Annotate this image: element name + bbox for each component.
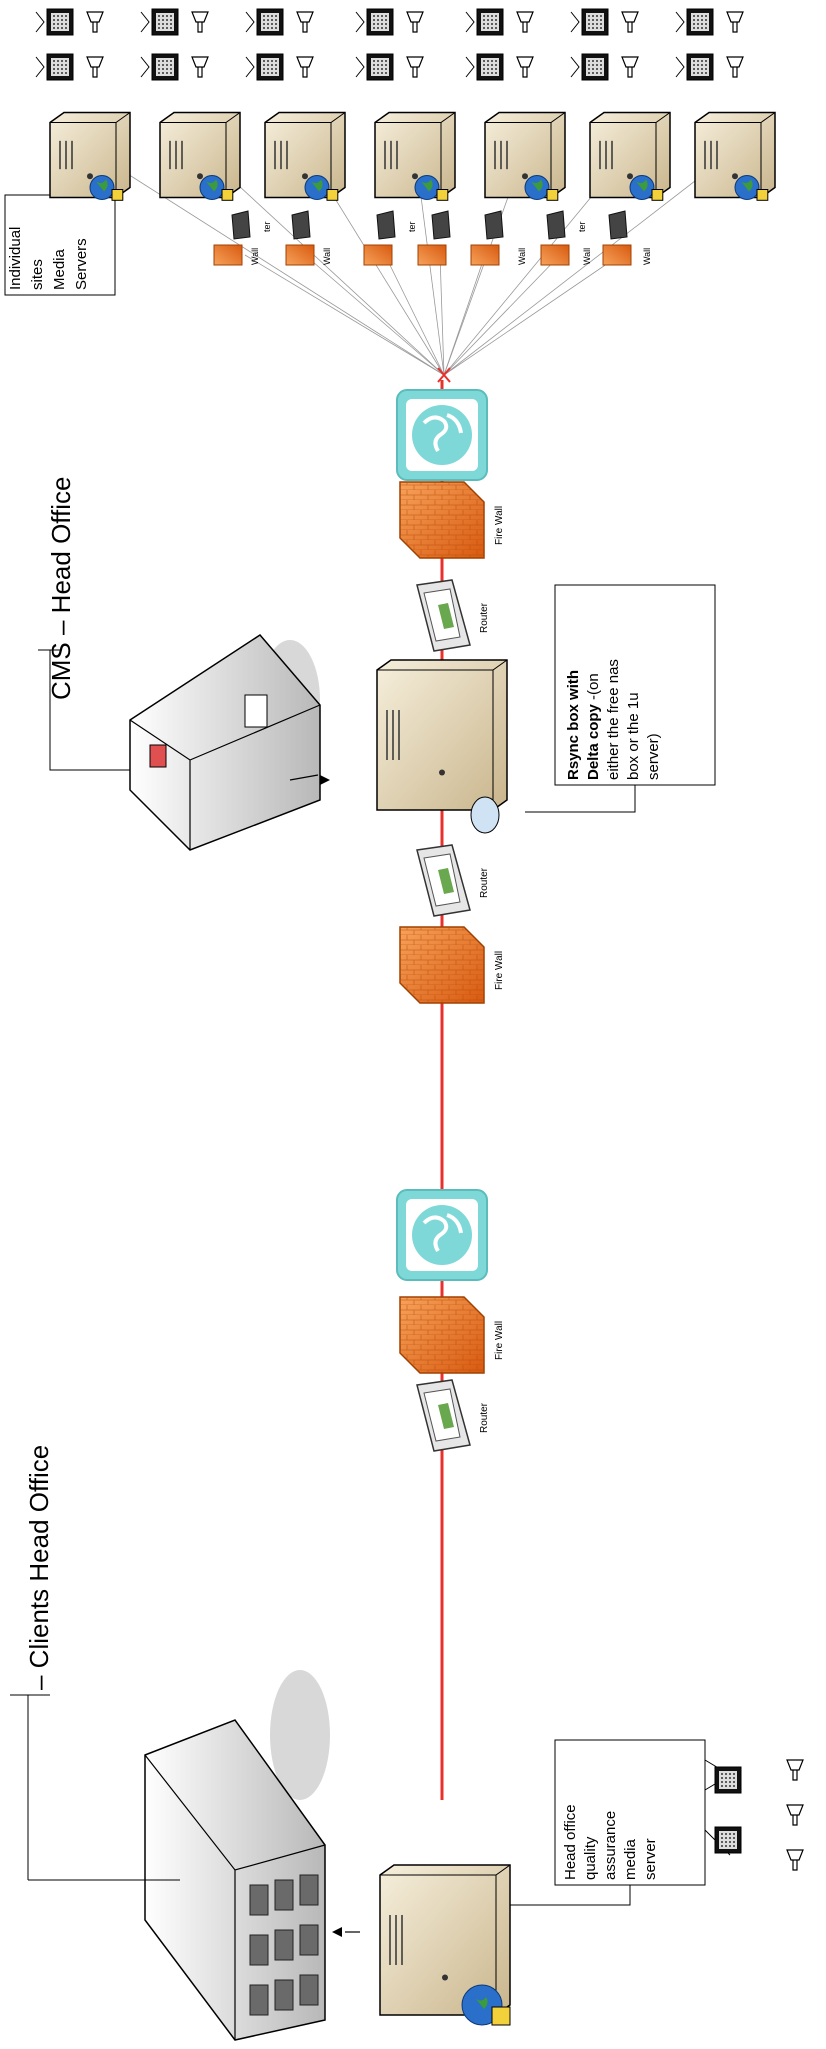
speaker-icon-33 xyxy=(786,1849,804,1871)
router-icon-2: Router xyxy=(416,844,490,917)
qa-line-3: media xyxy=(622,1838,639,1880)
speaker-icon-26 xyxy=(726,11,744,33)
site-media-server-icon-4 xyxy=(374,111,456,201)
site-router-label-1: ter xyxy=(262,221,272,232)
site-media-server-icon-5 xyxy=(484,111,566,201)
router-label-1: Router xyxy=(479,602,490,633)
site-media-server-icon-6 xyxy=(589,111,671,201)
site-media-server-icon-2 xyxy=(159,111,241,201)
speaker-icon-14 xyxy=(406,11,424,33)
display-icon-9 xyxy=(256,8,284,36)
rsync-bold-0: Rsync box with xyxy=(565,670,582,780)
speaker-icon-18 xyxy=(516,11,534,33)
speaker-icon-32 xyxy=(786,1804,804,1826)
individual-sites-line-1: sites xyxy=(29,259,46,290)
qa-line-4: server xyxy=(642,1838,659,1880)
firewall-icon-3: Fire Wall xyxy=(399,1296,505,1374)
display-icon-13 xyxy=(366,8,394,36)
qa-line-2: assurance xyxy=(602,1811,619,1880)
speaker-icon-24 xyxy=(621,56,639,78)
speaker-icon-4 xyxy=(86,56,104,78)
firewall-label-1: Fire Wall xyxy=(494,506,505,545)
firewall-label-2: Fire Wall xyxy=(494,951,505,990)
site-walls: Wall Wall Wall Wall Wall xyxy=(213,244,652,266)
site-wall-label-3: Wall xyxy=(517,248,527,265)
site-wall-label-2: Wall xyxy=(322,248,332,265)
individual-sites-callout: Individual sites Media Servers xyxy=(4,175,116,296)
speaker-icon-16 xyxy=(406,56,424,78)
site-media-server-icon-7 xyxy=(694,111,776,201)
speaker-icon-2 xyxy=(86,11,104,33)
display-icon-27 xyxy=(686,53,714,81)
internet-cloud-icon-1 xyxy=(396,389,488,481)
site-router-label-2: ter xyxy=(407,221,417,232)
individual-sites-line-0: Individual xyxy=(7,227,24,290)
site-router-label-3: ter xyxy=(577,221,587,232)
display-icon-11 xyxy=(256,53,284,81)
display-icon-15 xyxy=(366,53,394,81)
cms-head-office-title: CMS – Head Office xyxy=(46,476,76,700)
rsync-line-0: either the free nas xyxy=(605,659,622,780)
rsync-bold-1: Delta copy xyxy=(585,703,602,780)
site-routers: ter ter ter xyxy=(231,210,628,240)
cms-office-building-icon xyxy=(129,634,330,851)
display-icon-3 xyxy=(46,53,74,81)
display-icon-19 xyxy=(476,53,504,81)
individual-sites-line-2: Media xyxy=(51,248,68,290)
speaker-icon-31 xyxy=(786,1759,804,1781)
clients-head-office-title: – Clients Head Office xyxy=(24,1445,54,1690)
cms-title-bracket xyxy=(38,649,165,771)
head-office-qa-callout: Head office quality assurance media serv… xyxy=(510,1739,731,1906)
speaker-icon-22 xyxy=(621,11,639,33)
qa-line-0: Head office xyxy=(562,1804,579,1880)
display-icon-30 xyxy=(714,1826,742,1854)
speaker-icon-8 xyxy=(191,56,209,78)
firewall-icon-1: Fire Wall xyxy=(399,481,505,559)
internet-cloud-icon-2 xyxy=(396,1189,488,1281)
svg-text:Delta copy -(on: Delta copy -(on xyxy=(585,673,602,780)
display-icon-1 xyxy=(46,8,74,36)
display-icon-17 xyxy=(476,8,504,36)
router-label-3: Router xyxy=(479,1402,490,1433)
speaker-icon-28 xyxy=(726,56,744,78)
speaker-icon-10 xyxy=(296,11,314,33)
hub-marker xyxy=(437,367,451,383)
speaker-icon-6 xyxy=(191,11,209,33)
site-wall-label-1: Wall xyxy=(250,248,260,265)
router-label-2: Router xyxy=(479,867,490,898)
site-media-server-icon-1 xyxy=(49,111,131,201)
clients-title-bracket xyxy=(10,1694,50,1881)
individual-sites-line-3: Servers xyxy=(73,238,90,290)
display-icon-5 xyxy=(151,8,179,36)
qa-media-server-icon xyxy=(379,1864,511,2026)
rsync-callout: Rsync box with Delta copy -(on either th… xyxy=(525,584,716,813)
qa-line-1: quality xyxy=(582,1836,599,1880)
display-icon-21 xyxy=(581,8,609,36)
display-icon-29 xyxy=(714,1766,742,1794)
speaker-icon-20 xyxy=(516,56,534,78)
site-wall-label-4: Wall xyxy=(582,248,592,265)
clients-office-building-icon xyxy=(28,1670,360,2041)
rsync-line-2: server) xyxy=(645,733,662,780)
display-icon-25 xyxy=(686,8,714,36)
router-icon-3: Router xyxy=(416,1379,490,1452)
display-icon-7 xyxy=(151,53,179,81)
speaker-icon-12 xyxy=(296,56,314,78)
site-wall-label-5: Wall xyxy=(642,248,652,265)
firewall-label-3: Fire Wall xyxy=(494,1321,505,1360)
rsync-server-icon xyxy=(376,659,508,834)
rsync-line-1: box or the 1u xyxy=(625,692,642,780)
site-media-server-icon-3 xyxy=(264,111,346,201)
display-icon-23 xyxy=(581,53,609,81)
rsync-rest: -(on xyxy=(585,673,602,704)
firewall-icon-2: Fire Wall xyxy=(399,926,505,1004)
router-icon-1: Router xyxy=(416,579,490,652)
